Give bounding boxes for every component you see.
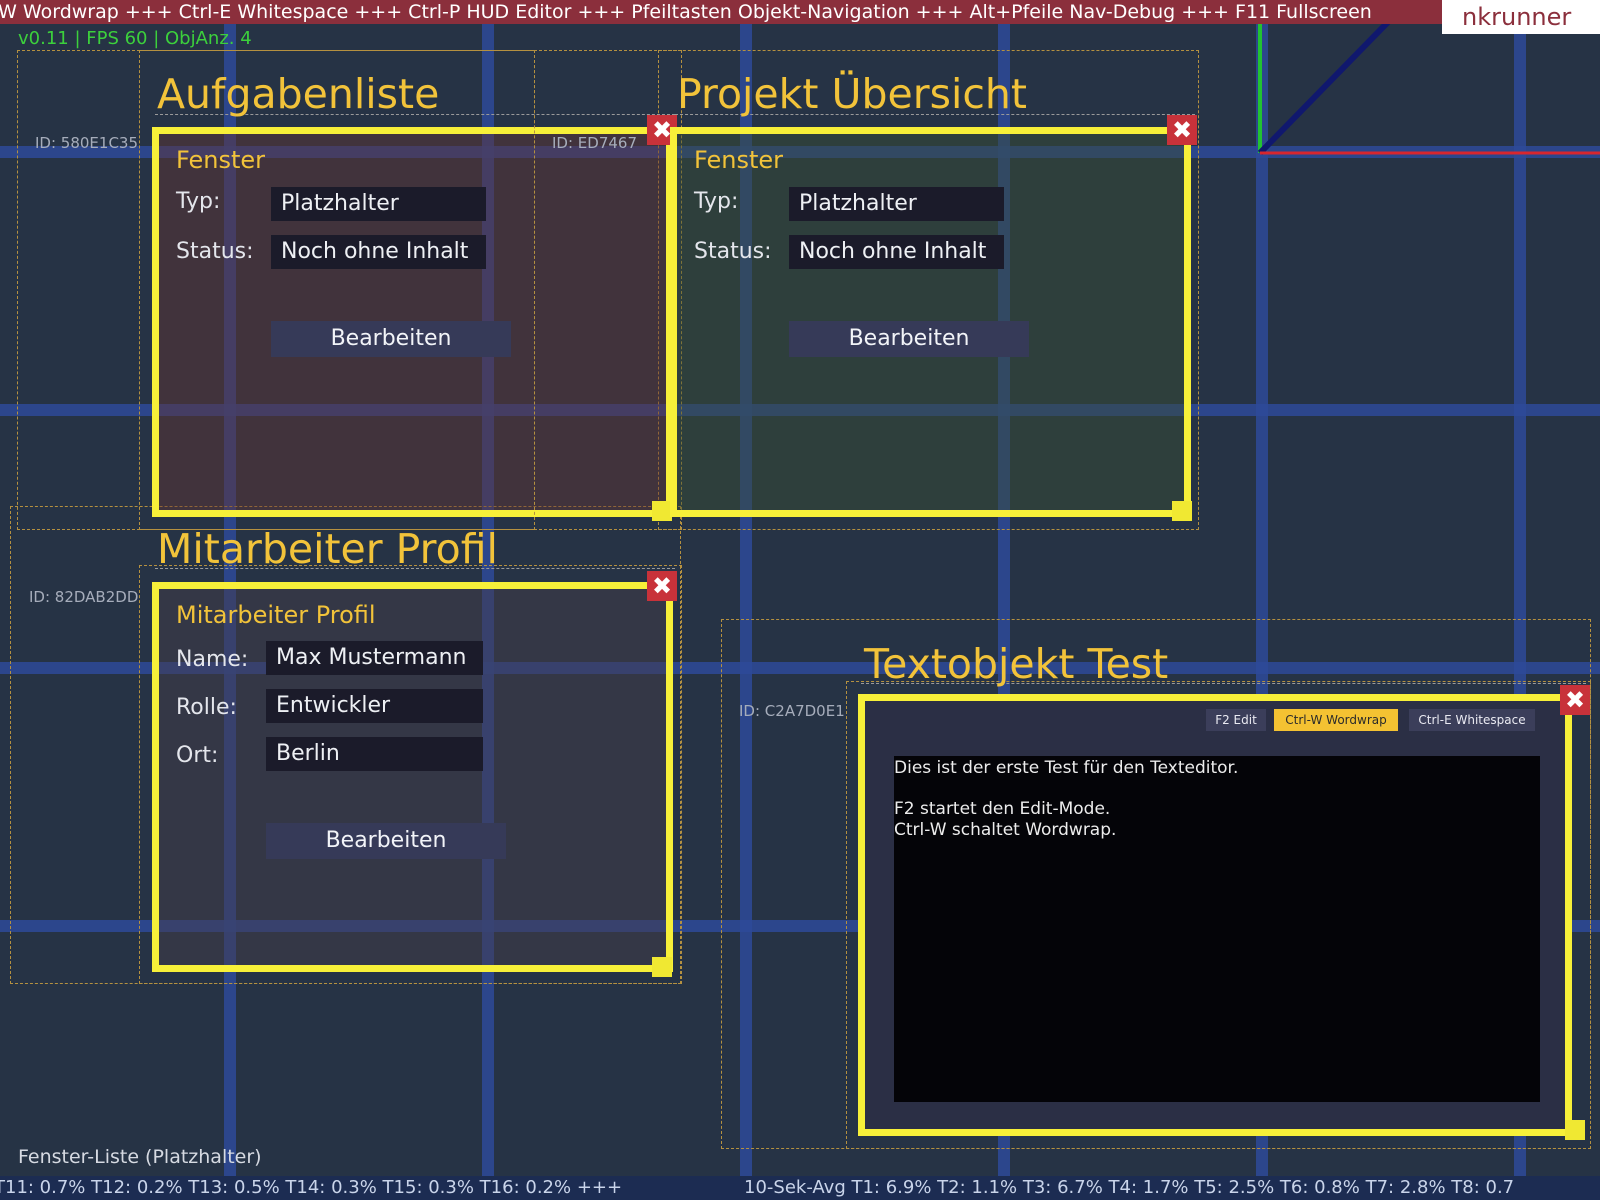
title-underline bbox=[861, 683, 1586, 684]
thread-stats-left: T11: 0.7% T12: 0.2% T13: 0.5% T14: 0.3% … bbox=[0, 1177, 623, 1198]
shortcut-ticker: -W Wordwrap +++ Ctrl-E Whitespace +++ Ct… bbox=[0, 0, 1442, 24]
window-list[interactable]: Fenster-Liste (Platzhalter) bbox=[18, 1146, 262, 1168]
object-id-label: ID: 82DAB2DD bbox=[29, 588, 139, 606]
edit-button[interactable]: Bearbeiten bbox=[271, 321, 511, 357]
object-bounds-edge bbox=[534, 50, 535, 530]
editor-line: F2 startet den Edit-Mode. bbox=[894, 799, 1111, 819]
edit-button[interactable]: Bearbeiten bbox=[789, 321, 1029, 357]
ticker-text: -W Wordwrap +++ Ctrl-E Whitespace +++ Ct… bbox=[0, 1, 1372, 23]
edit-button[interactable]: Bearbeiten bbox=[266, 823, 506, 859]
wordwrap-toggle[interactable]: Ctrl-W Wordwrap bbox=[1274, 709, 1398, 731]
status-bar: T11: 0.7% T12: 0.2% T13: 0.5% T14: 0.3% … bbox=[0, 1176, 1600, 1200]
grid-line-vertical bbox=[224, 0, 236, 1200]
panel-title: Fenster bbox=[694, 146, 784, 174]
typ-label: Typ: bbox=[176, 189, 221, 214]
ort-label: Ort: bbox=[176, 743, 219, 768]
close-icon[interactable]: ✖ bbox=[1167, 115, 1197, 145]
rolle-field[interactable]: Entwickler bbox=[266, 689, 483, 723]
title-underline bbox=[155, 568, 675, 569]
name-label: Name: bbox=[176, 647, 249, 672]
grid-line-horizontal bbox=[0, 146, 1600, 158]
typ-field[interactable]: Platzhalter bbox=[271, 187, 486, 221]
panel-title: Fenster bbox=[176, 146, 266, 174]
title-underline bbox=[155, 114, 675, 115]
typ-field[interactable]: Platzhalter bbox=[789, 187, 1004, 221]
grid-line-vertical bbox=[482, 0, 494, 1200]
axis-gizmo bbox=[1257, 17, 1600, 156]
resize-handle[interactable] bbox=[652, 501, 672, 521]
axis-diagonal-line bbox=[1257, 17, 1393, 156]
resize-handle[interactable] bbox=[1172, 501, 1192, 521]
name-field[interactable]: Max Mustermann bbox=[266, 641, 483, 675]
object-id-label: ID: 580E1C35 bbox=[35, 134, 139, 152]
thread-stats-average: 10-Sek-Avg T1: 6.9% T2: 1.1% T3: 6.7% T4… bbox=[744, 1177, 1515, 1198]
object-bounds bbox=[139, 50, 682, 530]
title-underline bbox=[675, 114, 1195, 115]
editor-line bbox=[894, 779, 1540, 800]
status-label: Status: bbox=[694, 239, 772, 264]
version-fps-readout: v0.11 | FPS 60 | ObjAnz. 4 bbox=[18, 28, 252, 49]
status-label: Status: bbox=[176, 239, 254, 264]
editor-line: Ctrl-W schaltet Wordwrap. bbox=[894, 819, 1117, 840]
object-bounds bbox=[846, 681, 1591, 1149]
grid-line-vertical bbox=[740, 0, 752, 1200]
whitespace-toggle[interactable]: Ctrl-E Whitespace bbox=[1409, 709, 1535, 731]
editor-line: Dies ist der erste Test für den Textedit… bbox=[894, 758, 1239, 778]
panel-title: Mitarbeiter Profil bbox=[176, 601, 376, 629]
ort-field[interactable]: Berlin bbox=[266, 737, 483, 771]
object-bounds bbox=[139, 565, 682, 984]
app-name: nkrunner bbox=[1442, 0, 1600, 34]
window-title: Textobjekt Test bbox=[864, 640, 1169, 688]
text-editor-area[interactable]: Dies ist der erste Test für den Textedit… bbox=[894, 756, 1540, 1102]
close-icon[interactable]: ✖ bbox=[647, 571, 677, 601]
object-bounds bbox=[658, 50, 1199, 530]
object-id-label: ID: C2A7D0E1 bbox=[739, 702, 845, 720]
object-id-label: ID: ED7467 bbox=[552, 134, 637, 152]
window-title: Projekt Übersicht bbox=[677, 70, 1027, 118]
window-title: Aufgabenliste bbox=[157, 70, 440, 118]
typ-label: Typ: bbox=[694, 189, 739, 214]
rolle-label: Rolle: bbox=[176, 695, 237, 720]
resize-handle[interactable] bbox=[652, 957, 672, 977]
grid-line-horizontal bbox=[0, 404, 1600, 416]
f2-edit-button[interactable]: F2 Edit bbox=[1206, 709, 1266, 731]
close-icon[interactable]: ✖ bbox=[1560, 685, 1590, 715]
window-title: Mitarbeiter Profil bbox=[157, 525, 498, 573]
status-field[interactable]: Noch ohne Inhalt bbox=[271, 235, 486, 269]
status-field[interactable]: Noch ohne Inhalt bbox=[789, 235, 1004, 269]
resize-handle[interactable] bbox=[1565, 1120, 1585, 1140]
